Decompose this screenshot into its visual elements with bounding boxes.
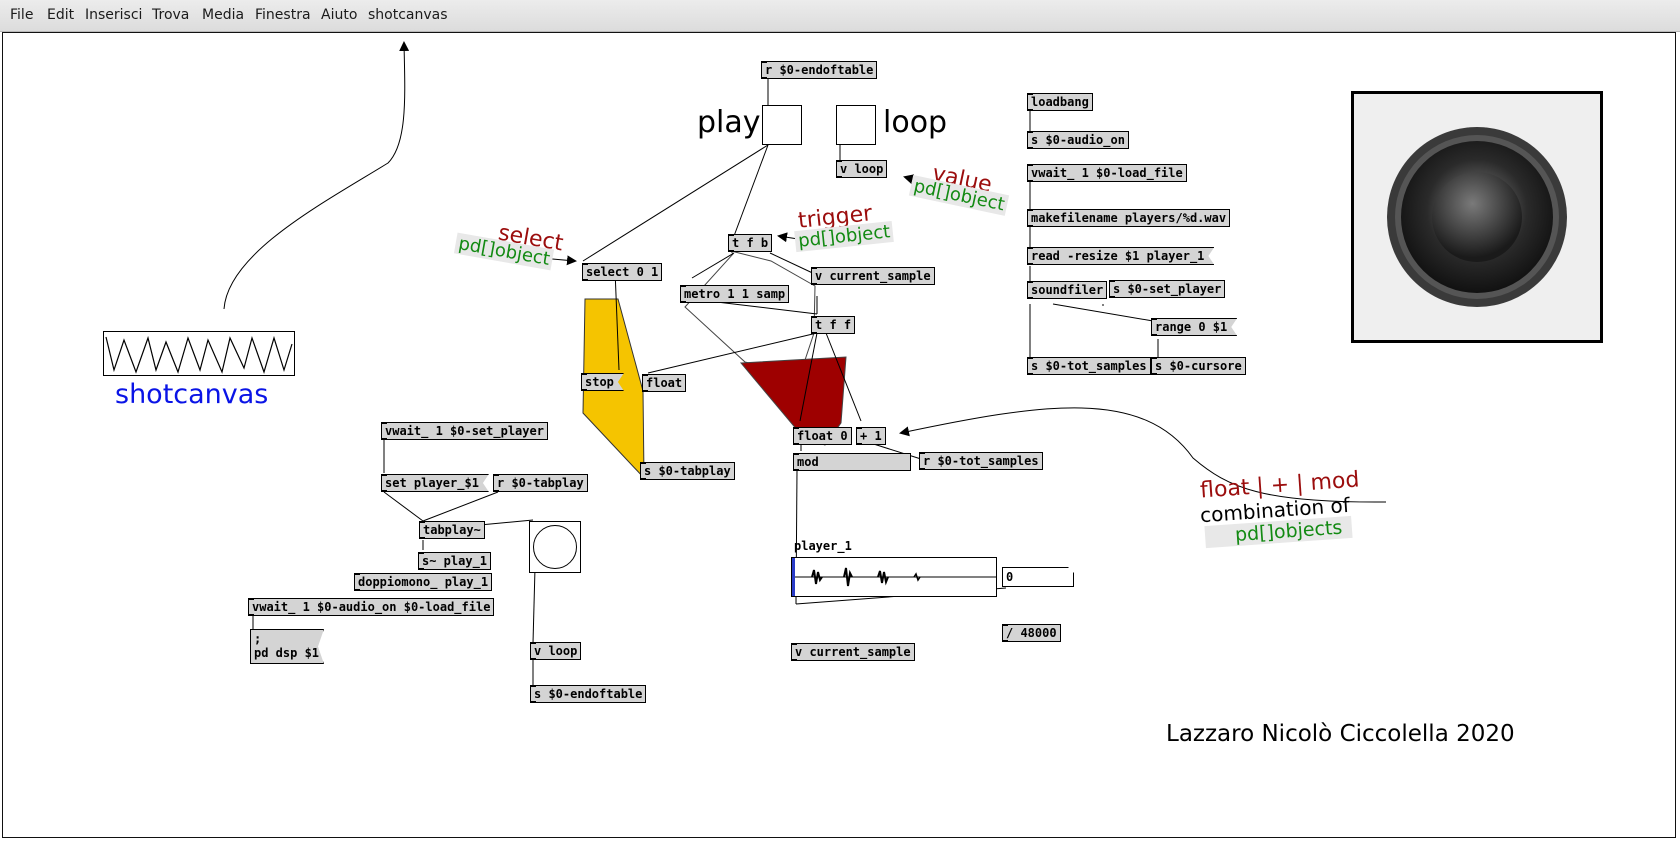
shotcanvas-waveform-box[interactable] [103, 331, 295, 376]
waveform-scribble [105, 335, 293, 374]
speaker-icon [1387, 127, 1567, 307]
obj-v-current-sample-top[interactable]: v current_sample [811, 267, 935, 285]
obj-vwait-set-player[interactable]: vwait_ 1 $0-set_player [381, 422, 548, 440]
obj-v-loop-bottom[interactable]: v loop [530, 642, 582, 660]
obj-tabplay[interactable]: tabplay~ [419, 521, 485, 539]
array-name: player_1 [794, 539, 852, 553]
toggle-play[interactable] [762, 105, 802, 145]
obj-mod[interactable]: mod [793, 453, 911, 471]
menubar: File Edit Inserisci Trova Media Finestra… [0, 0, 1680, 32]
obj-vwait-load-file[interactable]: vwait_ 1 $0-load_file [1027, 164, 1187, 182]
bang-button[interactable] [529, 521, 581, 573]
obj-float-0[interactable]: float 0 [793, 427, 852, 445]
shotcanvas-arrow [223, 41, 410, 310]
obj-soundfiler[interactable]: soundfiler [1027, 281, 1108, 299]
author-signature: Lazzaro Nicolò Ciccolella 2020 [1166, 721, 1515, 747]
msg-range[interactable]: range 0 $1 [1151, 318, 1237, 336]
obj-s-tot-samples[interactable]: s $0-tot_samples [1027, 357, 1151, 375]
obj-v-current-sample-bottom[interactable]: v current_sample [791, 643, 915, 661]
array-cursor [792, 558, 795, 596]
patch-canvas[interactable]: shotcanvas r $0-endoftable play loop v l… [2, 32, 1676, 838]
menu-trova[interactable]: Trova [152, 7, 190, 23]
menu-shotcanvas[interactable]: shotcanvas [368, 7, 448, 23]
obj-metro[interactable]: metro 1 1 samp [680, 285, 790, 303]
menu-edit[interactable]: Edit [47, 7, 75, 23]
array-player-1[interactable] [791, 557, 997, 597]
obj-t-f-f[interactable]: t f f [811, 316, 856, 334]
obj-s-tabplay[interactable]: s $0-tabplay [640, 462, 735, 480]
menu-aiuto[interactable]: Aiuto [321, 7, 358, 23]
obj-v-loop-top[interactable]: v loop [836, 160, 888, 178]
obj-s-play-1[interactable]: s~ play_1 [418, 552, 492, 570]
combination-arrow [899, 407, 1387, 503]
obj-r-tot-samples[interactable]: r $0-tot_samples [919, 452, 1043, 470]
menu-inserisci[interactable]: Inserisci [85, 7, 143, 23]
obj-s-audio-on[interactable]: s $0-audio_on [1027, 131, 1129, 149]
speaker-gui[interactable] [1351, 91, 1603, 343]
obj-s-endoftable[interactable]: s $0-endoftable [530, 685, 647, 703]
menu-media[interactable]: Media [202, 7, 245, 23]
obj-t-f-b[interactable]: t f b [728, 234, 773, 252]
obj-r-tabplay[interactable]: r $0-tabplay [493, 474, 588, 492]
trigger-white-fill [684, 250, 816, 376]
toggle-loop[interactable] [836, 105, 876, 145]
msg-set-player[interactable]: set player_$1 [381, 474, 489, 492]
obj-makefilename[interactable]: makefilename players/%d.wav [1027, 209, 1231, 227]
bang-circle [533, 525, 577, 569]
obj-float[interactable]: float [642, 374, 687, 392]
obj-plus-1[interactable]: + 1 [856, 427, 886, 445]
menu-finestra[interactable]: Finestra [255, 7, 311, 23]
number-box[interactable]: 0 [1002, 567, 1074, 587]
obj-div-48000[interactable]: / 48000 [1002, 624, 1061, 642]
obj-loadbang[interactable]: loadbang [1027, 93, 1093, 111]
msg-pd-dsp[interactable]: ; pd dsp $1 [250, 629, 324, 664]
label-loop: loop [883, 105, 948, 140]
array-waveform [792, 567, 996, 587]
menu-file[interactable]: File [10, 7, 34, 23]
obj-select-0-1[interactable]: select 0 1 [582, 263, 663, 281]
obj-s-set-player[interactable]: s $0-set_player [1109, 280, 1226, 298]
obj-vwait-audio-on[interactable]: vwait_ 1 $0-audio_on $0-load_file [248, 598, 495, 616]
shotcanvas-label: shotcanvas [115, 379, 269, 410]
msg-read-resize[interactable]: read -resize $1 player_1 [1027, 247, 1214, 265]
obj-r-endoftable[interactable]: r $0-endoftable [761, 61, 878, 79]
msg-stop[interactable]: stop [581, 373, 624, 391]
obj-s-cursore[interactable]: s $0-cursore [1151, 357, 1246, 375]
obj-doppiomono[interactable]: doppiomono_ play_1 [354, 573, 493, 591]
label-play: play [697, 105, 761, 140]
